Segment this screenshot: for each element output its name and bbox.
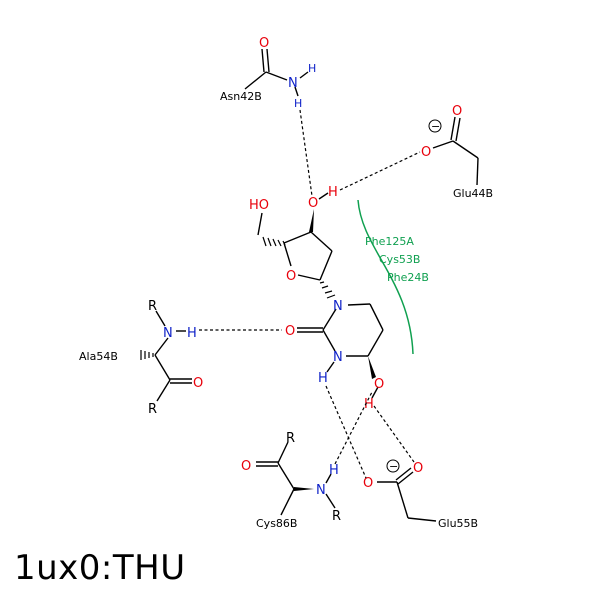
cys86b-r2: R	[332, 509, 341, 524]
asn42b-label: Asn42B	[220, 90, 262, 103]
residue-ala54b: R N H O R Ala54B	[79, 299, 203, 417]
residue-asn42b: O N H H Asn42B	[220, 36, 316, 110]
cys86b-r1: R	[286, 431, 295, 446]
c4-oxygen: O	[374, 377, 384, 392]
hydrophobic-arc	[357, 199, 414, 355]
hydroxyl-oxygen: O	[308, 196, 318, 211]
bond-c2p-c3p	[310, 231, 333, 252]
asn42b-hydrogen-1: H	[308, 62, 316, 75]
glu55b-charge-circle	[386, 459, 400, 473]
n3-nitrogen: N	[333, 350, 343, 365]
bond-c5-c4	[367, 329, 384, 357]
wedge-c4-o4	[368, 356, 376, 379]
glu55b-oxygen-2: O	[363, 476, 373, 491]
wedge-c3p-o3p	[309, 209, 314, 232]
bond-o4p-c1p	[297, 274, 321, 281]
hash-c4p-c5p	[262, 236, 286, 247]
cys86b-hydrogen: H	[329, 463, 339, 478]
ala54b-r2: R	[148, 402, 157, 417]
hydroxyl-hydrogen: H	[328, 185, 338, 200]
bond-c1p-c2p	[319, 250, 333, 281]
carbonyl-oxygen: O	[285, 324, 295, 339]
glu44b-oxygen-1: O	[452, 104, 462, 119]
cys86b-wedge	[294, 487, 314, 491]
bond-c3p-c4p	[283, 231, 312, 244]
bond-c6-c5	[369, 303, 384, 331]
asn42b-hydrogen-2: H	[294, 97, 302, 110]
hash-c1p-n1	[319, 281, 336, 299]
bond-o3p-h	[318, 192, 329, 200]
ala54b-oxygen: O	[193, 376, 203, 391]
ligand-bonds	[257, 192, 384, 399]
glu55b-charge: −	[389, 460, 398, 473]
bond-n3-h	[326, 361, 335, 373]
glu55b-oxygen-1: O	[413, 461, 423, 476]
bond-n1-c6	[347, 303, 371, 306]
bond-o4-h	[371, 386, 379, 399]
residue-glu44b: O O − Glu44B	[421, 104, 493, 200]
ala54b-label: Ala54B	[79, 350, 118, 363]
asn42b-nitrogen: N	[288, 76, 298, 91]
hbond-cys86b-c4o	[334, 391, 373, 465]
ala54b-hydrogen: H	[187, 326, 197, 341]
hydrogen-bonds	[199, 109, 421, 479]
ho-label: HO	[249, 198, 269, 213]
residue-cys86b: R O H N R Cys86B	[241, 431, 341, 530]
c4-hydrogen: H	[364, 397, 374, 412]
hbond-o3p-glu44b	[339, 151, 421, 191]
bond-c5p-o5p	[257, 212, 263, 236]
hydrophobic-label-3: Phe24B	[387, 271, 429, 284]
ala54b-hash	[140, 350, 154, 360]
diagram-caption: 1ux0:THU	[14, 548, 186, 588]
n1-nitrogen: N	[333, 299, 343, 314]
cys86b-label: Cys86B	[256, 517, 297, 530]
cys86b-nitrogen: N	[316, 483, 326, 498]
glu44b-oxygen-2: O	[421, 145, 431, 160]
bond-c4p-o4p	[283, 242, 292, 267]
glu55b-label: Glu55B	[438, 517, 478, 530]
hydrophobic-label-2: Cys53B	[379, 253, 420, 266]
bond-c2-n1	[322, 308, 337, 331]
ala54b-r1: R	[148, 299, 157, 314]
glu44b-charge-circle	[428, 119, 442, 133]
asn42b-oxygen: O	[259, 36, 269, 51]
hbond-n3h-glu55b	[325, 385, 367, 479]
cys86b-oxygen: O	[241, 459, 251, 474]
residue-glu55b: O O − Glu55B	[363, 459, 478, 530]
glu44b-charge: −	[431, 120, 440, 133]
bond-n3-c2	[322, 329, 336, 352]
n3-hydrogen: H	[318, 371, 328, 386]
glu44b-label: Glu44B	[453, 187, 493, 200]
hbond-c4h-glu55b	[373, 405, 415, 463]
ala54b-nitrogen: N	[163, 326, 173, 341]
hydrophobic-label-1: Phe125A	[365, 235, 414, 248]
hbond-asn42b-o3p	[299, 109, 313, 197]
ring-oxygen: O	[286, 269, 296, 284]
